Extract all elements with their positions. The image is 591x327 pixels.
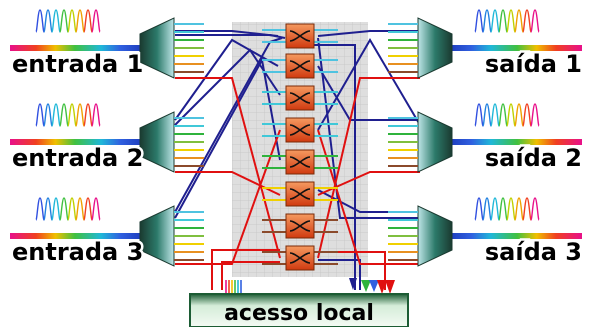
demultiplexer — [139, 205, 204, 267]
optical-switch — [262, 117, 338, 143]
crossbar-icon — [289, 252, 311, 264]
multiplexer — [388, 205, 453, 267]
crossbar-icon — [289, 92, 311, 104]
local-add-channels — [225, 280, 242, 295]
input-label: entrada 3 — [12, 238, 143, 266]
spectrum-peaks-icon — [35, 9, 101, 33]
optical-switch — [262, 245, 338, 271]
input-ports: entrada 1 entrada 2 entrada 3 — [10, 9, 204, 269]
output-label: saída 3 — [485, 238, 582, 266]
spectrum-peaks-icon — [35, 197, 101, 221]
crossbar-icon — [289, 60, 311, 72]
spectrum-peaks-icon — [474, 197, 540, 221]
switch-column — [262, 23, 338, 271]
spectrum-peaks-icon — [35, 103, 101, 127]
crossbar-icon — [289, 156, 311, 168]
output-ports: saída 1 saída 2 saída 3 — [388, 9, 585, 269]
input-label: entrada 1 — [12, 50, 143, 78]
crossbar-icon — [289, 188, 311, 200]
crossbar-icon — [289, 220, 311, 232]
demultiplexer — [139, 111, 204, 173]
local-access-box: acesso local — [189, 293, 409, 327]
optical-switch — [262, 85, 338, 111]
optical-switch — [262, 213, 338, 239]
local-drop-arrows — [349, 278, 395, 294]
input-fiber — [10, 45, 140, 51]
output-fiber — [452, 233, 582, 239]
optical-switch — [262, 149, 338, 175]
demultiplexer — [139, 17, 204, 79]
output-label: saída 2 — [485, 144, 582, 172]
optical-switch — [262, 181, 338, 207]
output-fiber — [452, 45, 582, 51]
crossbar-icon — [289, 124, 311, 136]
output-fiber — [452, 139, 582, 145]
input-fiber — [10, 233, 140, 239]
optical-switch — [262, 53, 338, 79]
spectrum-peaks-icon — [474, 103, 540, 127]
optical-switch — [262, 23, 338, 49]
crossbar-icon — [289, 30, 311, 42]
output-label: saída 1 — [485, 50, 582, 78]
local-access-label: acesso local — [224, 301, 374, 326]
multiplexer — [388, 17, 453, 79]
input-label: entrada 2 — [12, 144, 143, 172]
spectrum-peaks-icon — [474, 9, 540, 33]
input-fiber — [10, 139, 140, 145]
multiplexer — [388, 111, 453, 173]
